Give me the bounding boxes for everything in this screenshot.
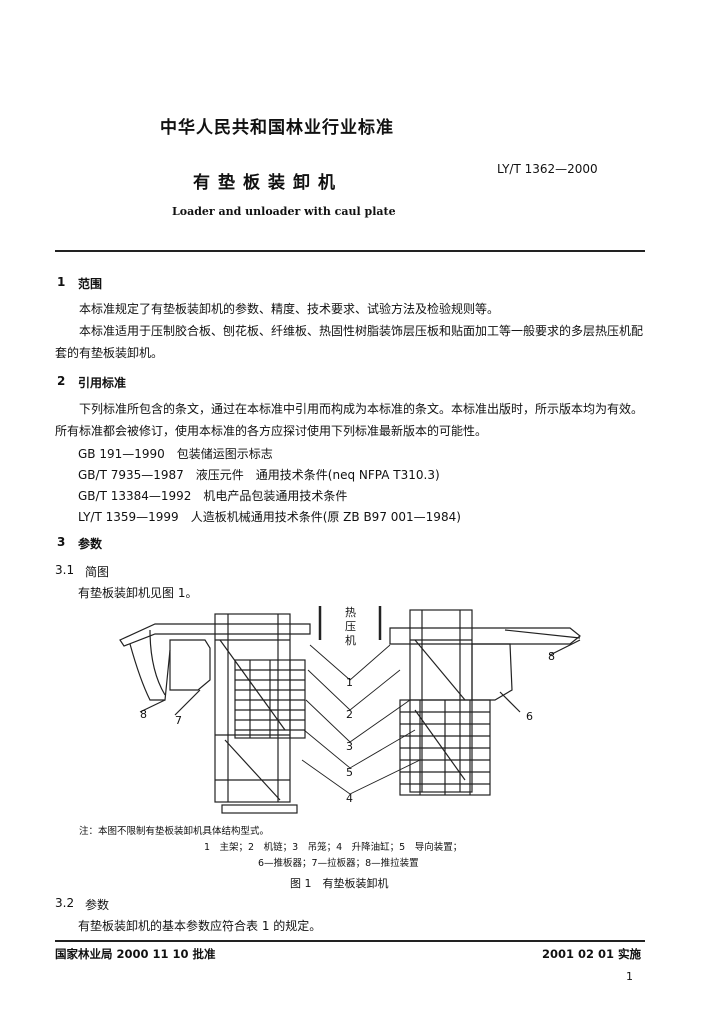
left-box: [169, 639, 211, 691]
figure-legend-line-1: 1 主架；2 机链；3 吊笼；4 升降油缸；5 导向装置；: [204, 842, 463, 853]
figure-note: 注：本图不限制有垫板装卸机具体结构型式。: [79, 826, 270, 837]
callout-7: 7: [175, 714, 182, 727]
document-title-en: Loader and unloader with caul plate: [172, 205, 396, 218]
callout-8-left: 8: [140, 708, 147, 721]
header-rule: [55, 250, 645, 252]
reference-item: LY/T 1359—1999 人造板机械通用技术条件(原 ZB B97 001—…: [78, 510, 461, 524]
callout-4: 4: [346, 792, 353, 805]
approval-date: 国家林业局 2000 11 10 批准: [55, 947, 216, 961]
callout-1: 1: [346, 676, 353, 689]
right-push-pull-arm: [389, 627, 581, 645]
reference-item: GB/T 13384—1992 机电产品包装通用技术条件: [78, 489, 348, 503]
figure-caption: 图 1 有垫板装卸机: [290, 877, 389, 890]
callout-6: 6: [526, 710, 533, 723]
press-label: 热压机: [345, 606, 356, 647]
section-1-title: 范围: [78, 277, 103, 291]
section-1-paragraph-2: 本标准适用于压制胶合板、刨花板、纤维板、热固性树脂装饰层压板和贴面加工等一般要求…: [55, 324, 644, 360]
left-main-frame: [214, 613, 291, 803]
callout-5: 5: [346, 766, 353, 779]
standard-number: LY/T 1362—2000: [497, 162, 598, 176]
subsection-3-2-title: 参数: [85, 898, 110, 912]
implementation-date: 2001 02 01 实施: [542, 947, 642, 961]
page-number: 1: [626, 970, 633, 983]
right-box: [471, 643, 513, 701]
section-2-paragraph: 下列标准所包含的条文，通过在本标准中引用而构成为本标准的条文。本标准出版时，所示…: [55, 402, 644, 438]
section-2-number: 2: [57, 374, 66, 388]
document-title-cn: 有垫板装卸机: [193, 173, 343, 193]
section-1-paragraph-1: 本标准规定了有垫板装卸机的参数、精度、技术要求、试验方法及检验规则等。: [79, 302, 500, 316]
callout-8-right: 8: [548, 650, 555, 663]
section-1-number: 1: [57, 275, 66, 289]
section-3-title: 参数: [78, 537, 103, 551]
callout-2: 2: [346, 708, 353, 721]
section-3-number: 3: [57, 535, 66, 549]
callout-3: 3: [346, 740, 353, 753]
right-main-frame: [409, 609, 473, 793]
issuing-organization: 中华人民共和国林业行业标准: [160, 118, 394, 138]
reference-item: GB 191—1990 包装储运图示标志: [78, 447, 273, 461]
subsection-3-2-text: 有垫板装卸机的基本参数应符合表 1 的规定。: [78, 919, 322, 933]
subsection-3-1-number: 3.1: [55, 563, 75, 577]
subsection-3-1-title: 简图: [85, 565, 110, 579]
figure-1-drawing: [119, 606, 581, 814]
reference-item: GB/T 7935—1987 液压元件 通用技术条件(neq NFPA T310…: [78, 468, 440, 482]
section-2-title: 引用标准: [78, 376, 127, 390]
subsection-3-2-number: 3.2: [55, 896, 75, 910]
left-push-pull-arm: [119, 623, 311, 647]
footer-rule: [55, 940, 645, 942]
subsection-3-1-text: 有垫板装卸机见图 1。: [78, 586, 198, 600]
figure-legend-line-2: 6—推板器；7—拉板器；8—推拉装置: [258, 858, 419, 869]
left-cylinder: [129, 643, 171, 701]
